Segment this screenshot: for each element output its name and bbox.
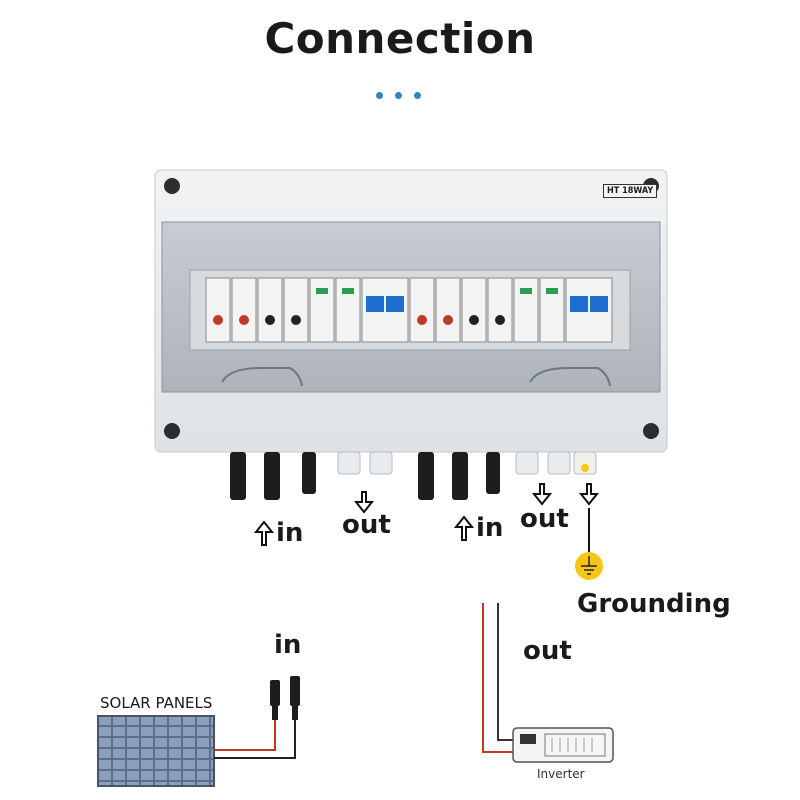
label-grounding: Grounding <box>577 589 731 619</box>
wire-black-inverter <box>497 603 515 741</box>
wire-red-inverter <box>482 603 515 753</box>
page-title: Connection <box>264 14 536 63</box>
fuse-module-4 <box>283 277 309 343</box>
label-out-right: out <box>520 504 569 534</box>
connector-group-left <box>230 452 316 500</box>
model-badge: HT 18WAY <box>603 184 658 198</box>
spd-module-4 <box>539 277 565 343</box>
label-solar-panels: SOLAR PANELS <box>100 694 213 712</box>
breaker-module-2 <box>565 277 613 343</box>
gland-group-right <box>515 451 571 475</box>
fuse-module-3 <box>257 277 283 343</box>
inverter-icon <box>512 727 614 763</box>
label-inverter: Inverter <box>537 767 585 781</box>
decorative-dots <box>376 92 421 99</box>
connector-group-right <box>418 452 500 500</box>
screw-bottom-left <box>164 423 180 439</box>
arrow-up-in-right <box>453 515 475 541</box>
label-in-right: in <box>476 513 504 543</box>
arrow-down-out-left <box>353 491 375 514</box>
arrow-up-in-left <box>253 520 275 546</box>
wire-black-panel <box>214 720 296 759</box>
gland-group-left <box>337 451 393 475</box>
arrow-down-out-right <box>531 483 553 506</box>
fuse-module-8 <box>487 277 513 343</box>
breaker-module-1 <box>361 277 409 343</box>
spd-module-2 <box>335 277 361 343</box>
spd-module-1 <box>309 277 335 343</box>
fuse-module-7 <box>461 277 487 343</box>
wire-red-panel <box>214 720 276 751</box>
label-in-solar: in <box>274 630 302 660</box>
fuse-module-2 <box>231 277 257 343</box>
fuse-module-1 <box>205 277 231 343</box>
label-out-inverter: out <box>523 636 572 666</box>
mc4-connector-icon <box>270 676 300 720</box>
screw-bottom-right <box>643 423 659 439</box>
spd-module-3 <box>513 277 539 343</box>
ground-terminal <box>581 464 589 472</box>
label-in-left: in <box>276 518 304 548</box>
ground-gland <box>573 451 597 475</box>
screw-top-left <box>164 178 180 194</box>
arrow-down-ground <box>578 483 600 506</box>
fuse-module-6 <box>435 277 461 343</box>
fuse-module-5 <box>409 277 435 343</box>
solar-panel-icon <box>97 715 215 787</box>
label-out-left: out <box>342 510 391 540</box>
